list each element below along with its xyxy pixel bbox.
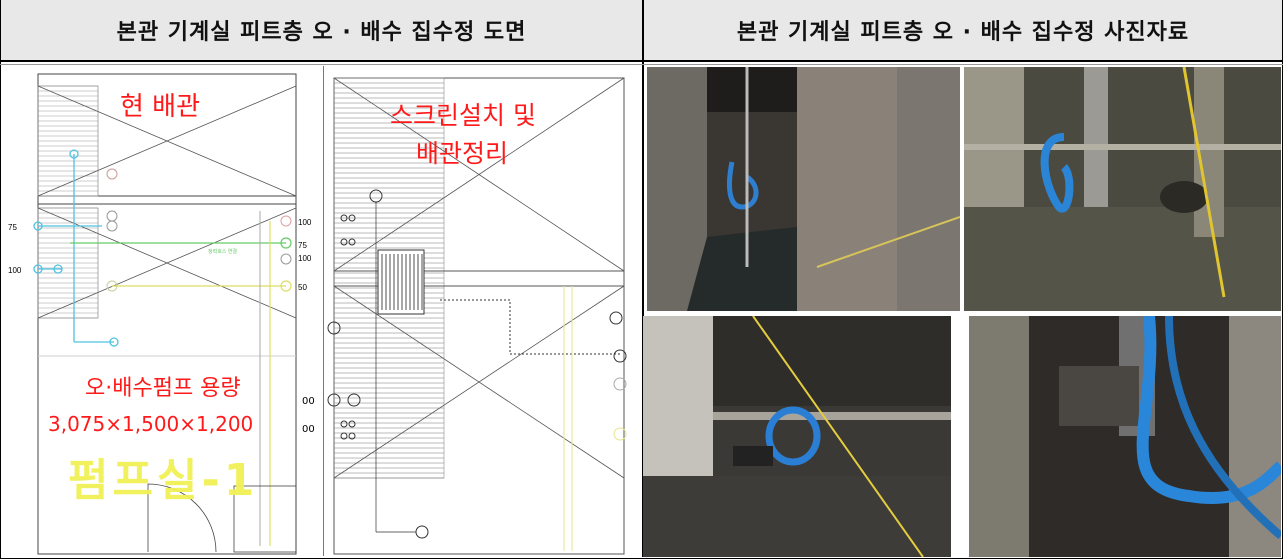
pit-photo-1 [647, 67, 960, 311]
green-pipe-note: 정력호스 연결 [208, 248, 237, 255]
room-label: 펌프실-1 [68, 455, 259, 506]
proposed-caption-line2: 배관정리 [416, 139, 509, 168]
pump-capacity-label: 오·배수펌프 용량 [85, 376, 241, 401]
drawing-divider [323, 66, 324, 556]
right-header-title: 본관 기계실 피트층 오 · 배수 집수정 사진자료 [644, 0, 1282, 62]
proposed-caption-line1: 스크린설치 및 [390, 101, 536, 130]
pit-dimensions: 3,075×1,500×1,200 [48, 412, 254, 436]
dim-label: 50 [298, 283, 307, 292]
drawing-proposed-piping [324, 66, 640, 556]
dim-label: 100 [8, 266, 22, 275]
side-label: 00 [302, 424, 315, 435]
pit-photo-4 [969, 316, 1281, 557]
side-label: 00 [302, 396, 315, 407]
pit-photo-3 [643, 316, 951, 557]
dim-label: 100 [298, 254, 312, 263]
drawing-current-piping: 정력호스 연결 100 75 100 75 100 50 [2, 66, 322, 556]
proposed-piping-plan [327, 77, 627, 555]
pit-photo-2 [964, 67, 1281, 311]
dim-label: 100 [298, 218, 312, 227]
current-piping-plan: 정력호스 연결 100 75 100 75 100 50 [8, 73, 312, 555]
current-piping-caption: 현 배관 [120, 92, 201, 122]
column-divider [642, 0, 644, 557]
left-header-title: 본관 기계실 피트층 오 · 배수 집수정 도면 [1, 0, 642, 62]
dim-label: 75 [8, 223, 17, 232]
header-underline [0, 64, 1283, 65]
dim-label: 75 [298, 241, 307, 250]
